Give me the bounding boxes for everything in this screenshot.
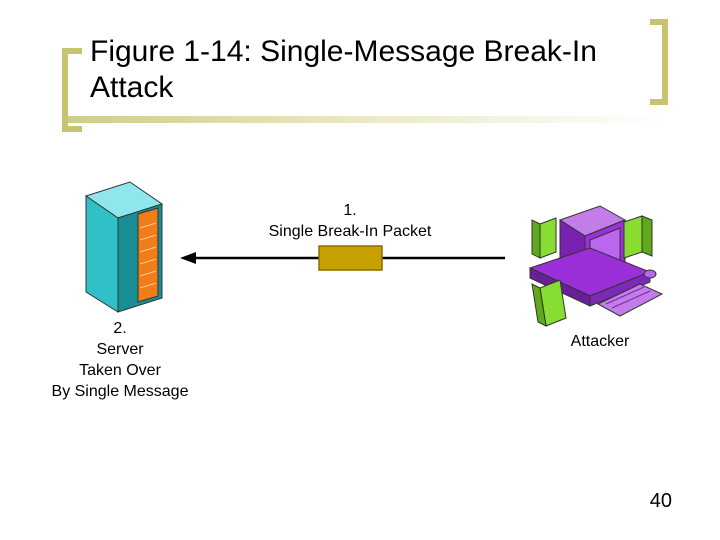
- slide-title: Figure 1-14: Single-Message Break-In Att…: [90, 35, 597, 104]
- server-label-line4: By Single Message: [51, 383, 189, 400]
- attacker-label: Attacker: [570, 333, 630, 350]
- left-bracket: [62, 48, 82, 132]
- server-label-line3: Taken Over: [79, 362, 161, 379]
- server-label: 2. Server Taken Over By Single Message: [20, 318, 220, 402]
- packet-label: 1. Single Break-In Packet: [230, 200, 470, 242]
- computer-icon: [528, 205, 664, 327]
- page-number: 40: [649, 490, 672, 512]
- right-bracket: [650, 19, 668, 105]
- server-label-line2: Server: [96, 341, 144, 358]
- server-icon: [84, 181, 164, 313]
- title-underline: [68, 116, 668, 123]
- server-label-line1: 2.: [113, 320, 127, 337]
- packet-icon: [318, 245, 383, 271]
- packet-label-line1: 1.: [343, 202, 357, 219]
- packet-label-line2: Single Break-In Packet: [268, 223, 432, 240]
